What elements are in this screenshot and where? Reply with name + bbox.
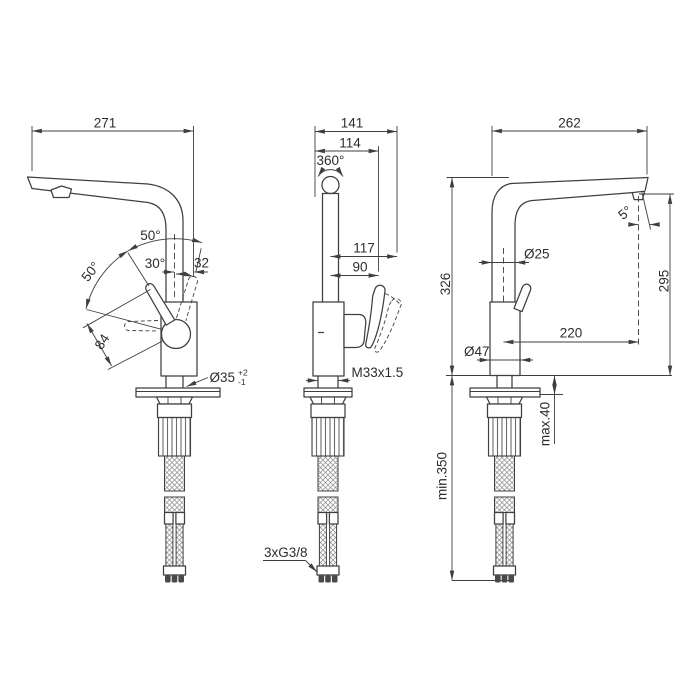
arc-50-top [127, 237, 203, 252]
spout-top-edge [26, 176, 184, 303]
dim-90: 90 [352, 260, 367, 275]
lever-position-high-dashed [176, 275, 198, 321]
base-plate-front [303, 387, 353, 398]
ext-line [107, 340, 164, 370]
dim-thread: M33x1.5 [352, 365, 404, 380]
outlet-tilt-line [641, 192, 652, 230]
aerator-outlet [631, 190, 646, 201]
dim-262: 262 [558, 116, 581, 131]
underdeck-front [309, 396, 347, 584]
faucet-body-front [312, 301, 345, 377]
aerator-outlet [50, 185, 73, 199]
lever-handle-front [365, 284, 386, 349]
spout-top-edge [491, 176, 649, 303]
view-front: 141 114 360° 117 90 M33x1.5 3xG3/8 [263, 116, 404, 584]
spout-underside [514, 191, 633, 303]
dim-220: 220 [560, 326, 583, 341]
lever-position-dashed [374, 298, 402, 353]
dim-hole-tol-upper: +2 [238, 368, 248, 378]
view-back: 262 326 295 5° 220 Ø25 Ø4 [435, 116, 674, 584]
ext-line [82, 289, 151, 329]
spout-end-cap [26, 176, 33, 190]
lever-position-low-dashed [124, 320, 159, 332]
dim-dia25: Ø25 [524, 247, 550, 262]
underdeck-side [155, 396, 194, 584]
arc-30 [175, 271, 194, 278]
dim-line-84 [86, 323, 112, 367]
arc-360-swivel [317, 166, 344, 177]
dim-hole-dia: Ø35 [210, 370, 236, 385]
base-plate [135, 387, 221, 398]
body-neck [165, 375, 184, 389]
dim-5deg: 5° [615, 203, 634, 223]
dim-271: 271 [94, 116, 117, 131]
dim-max40: max.40 [538, 402, 553, 446]
dim-84: 84 [92, 331, 113, 352]
angle-ref-line [195, 248, 202, 273]
arc-50-low [85, 250, 129, 309]
dim-326: 326 [438, 273, 453, 296]
angle-ref-line [127, 252, 150, 287]
dim-360: 360° [317, 153, 345, 168]
spout-underside [31, 187, 167, 303]
leader-line [186, 377, 209, 387]
leader-line [305, 560, 318, 573]
dim-50-low: 50° [78, 259, 102, 284]
lever-handle-back [513, 283, 532, 313]
dim-50-top: 50° [140, 228, 160, 243]
body-neck [317, 375, 339, 389]
dim-114: 114 [339, 136, 361, 151]
dim-hole-tol-lower: -1 [238, 377, 246, 387]
underdeck-back [485, 396, 524, 584]
lever-boss [343, 313, 367, 349]
dim-dia47: Ø47 [464, 344, 490, 359]
dim-hose-connections: 3xG3/8 [264, 545, 308, 560]
faucet-body-back [489, 301, 521, 377]
spout-tip-front [321, 175, 340, 195]
spout-end-cap [644, 176, 649, 191]
view-side: 271 50° 30° 50° 32 84 [26, 116, 248, 584]
lever-swing-arc-dashed [385, 293, 402, 306]
dim-295: 295 [657, 270, 672, 293]
dim-141: 141 [341, 116, 364, 131]
lever-ball-joint [160, 318, 192, 350]
spout-tube-front [321, 192, 340, 303]
body-neck [496, 374, 513, 389]
angle-ref-line [86, 309, 162, 330]
dim-min350: min.350 [435, 452, 450, 500]
dim-30: 30° [145, 256, 165, 271]
dim-32: 32 [194, 256, 209, 271]
base-plate-back [469, 387, 541, 398]
lever-handle [145, 283, 176, 326]
dim-117: 117 [353, 241, 375, 256]
